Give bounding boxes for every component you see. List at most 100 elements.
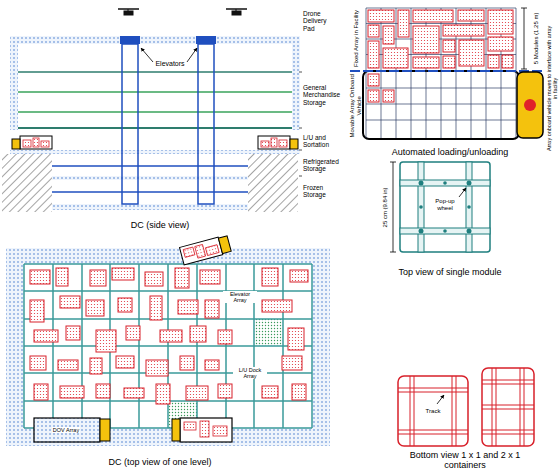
container-bottom-view-part <box>414 376 415 446</box>
building-structure-part <box>122 44 138 204</box>
building-structure-part <box>299 72 302 176</box>
building-structure-part-part <box>299 176 302 177</box>
container-bottom-view <box>398 368 534 446</box>
dc-floor-plan-part-part <box>180 356 194 370</box>
vehicle-icon-part-part-part <box>195 244 206 258</box>
module-array-part-part <box>366 8 516 9</box>
module-top-view-part-part <box>390 162 396 163</box>
vehicle-icon-part-part <box>213 426 227 436</box>
truck-icon-part <box>12 139 20 149</box>
module-array-part-part <box>368 74 379 86</box>
level-label: Drone Delivery Pad <box>303 10 339 32</box>
dc-floor-plan <box>6 248 330 446</box>
dc-floor-plan-part-part <box>96 330 116 352</box>
vehicle-icon-part-part-part <box>205 245 219 256</box>
vehicle-icon-part <box>172 419 180 441</box>
module-array-part <box>350 70 545 72</box>
building-structure-part <box>10 44 18 130</box>
container-bottom-view-part <box>482 380 534 381</box>
caption: Top view of single module <box>398 267 501 277</box>
callout-label: Track <box>425 408 442 415</box>
module-array-part-part <box>488 37 513 51</box>
dc-floor-plan-part-part <box>126 326 140 340</box>
dc-floor-plan-part-part <box>262 386 278 398</box>
dc-floor-plan-part-part <box>96 384 110 398</box>
note-label: Array onboard vehicle moves to interface… <box>546 24 559 152</box>
building-structure-part-part <box>299 128 302 129</box>
drone-icon-part <box>236 9 237 11</box>
dc-floor-plan-part-part <box>178 300 198 314</box>
dc-floor-plan-part-part <box>90 270 106 286</box>
module-array-part <box>517 72 543 138</box>
building-structure-part-part <box>299 150 302 151</box>
building-structure-part <box>18 72 292 192</box>
module-array-part-part <box>413 10 453 22</box>
module-top-view-part-part <box>400 180 490 186</box>
building-structure-part <box>248 154 298 212</box>
module-array-part-part <box>486 8 487 138</box>
building-structure-part-part <box>18 71 292 73</box>
vehicle-icon-part <box>34 418 100 442</box>
leader-arrow-part <box>187 48 197 62</box>
leader-arrow-part <box>141 48 153 62</box>
module-top-view-part-part <box>419 229 424 234</box>
dc-floor-plan-part-part <box>205 300 219 318</box>
module-top-view-part-part <box>466 162 472 252</box>
dc-floor-plan-part <box>254 319 283 346</box>
module-array-part-part <box>443 25 484 36</box>
dc-floor-plan-part-part <box>56 268 68 286</box>
dc-floor-plan-part-part <box>146 360 168 376</box>
module-top-view-part-part <box>419 205 423 209</box>
leader-arrow <box>437 395 444 404</box>
building-structure-part <box>10 36 300 44</box>
module-top-view-part-part <box>400 228 490 234</box>
module-array-part-part <box>521 69 527 70</box>
building-structure-part-part <box>52 165 248 167</box>
dc-floor-plan-part-part <box>112 268 134 280</box>
truck-icon-part <box>290 139 298 149</box>
module-array-part-part <box>488 10 513 34</box>
dc-floor-plan-part-part <box>30 356 46 370</box>
building-structure-part-part <box>18 91 292 93</box>
building-structure-part-part <box>299 72 302 73</box>
building-structure-part-part <box>18 111 292 113</box>
caption: Bottom view 1 x 1 and 2 x 1 containers <box>400 450 530 471</box>
dc-floor-plan-part-part <box>262 268 278 286</box>
dc-floor-plan-part-part <box>282 356 302 370</box>
vehicle-icon-part <box>179 235 231 265</box>
module-top-view <box>390 162 490 252</box>
vehicle-icon <box>34 235 232 442</box>
building-structure <box>2 36 302 212</box>
dc-floor-plan-part-part <box>86 300 104 316</box>
truck-icon-part-part <box>23 140 31 147</box>
module-array-part-part <box>443 40 455 52</box>
dc-floor-plan-part-part <box>175 268 189 288</box>
module-array-part-part <box>441 8 442 138</box>
module-array-part-part <box>368 10 394 22</box>
dc-floor-plan-part-part <box>24 290 312 292</box>
module-top-view-part <box>419 181 472 234</box>
module-array-part-part <box>381 8 382 138</box>
array-label: Fixed Array in Facility <box>353 8 360 68</box>
container-bottom-view-part <box>398 430 468 431</box>
dimension-label: 25 cm (9.84 in) <box>382 187 389 227</box>
module-array-part-part <box>383 26 394 44</box>
building-structure-part-part <box>18 127 292 129</box>
region-label: Elevator Array <box>223 291 257 304</box>
container-bottom-view-part <box>398 376 468 446</box>
module-array-part-part <box>398 10 409 37</box>
container-bottom-view-part <box>482 434 534 435</box>
dc-floor-plan-part-part <box>262 300 292 312</box>
module-array-part-part <box>396 8 397 138</box>
dc-floor-plan-part-part <box>290 270 308 282</box>
container-bottom-view-part <box>398 392 468 393</box>
module-array-part-part <box>443 56 455 68</box>
module-array-part-part <box>488 55 499 68</box>
module-top-view-part-part <box>443 229 447 233</box>
module-top-view-part-part <box>443 181 447 185</box>
building-structure-part <box>52 204 248 210</box>
dc-floor-plan-part-part <box>60 386 84 398</box>
dc-floor-plan-part-part <box>200 270 220 284</box>
dc-floor-plan-part-part <box>34 384 48 400</box>
array-label: Movable Array Onboard Vehicle <box>349 74 363 138</box>
